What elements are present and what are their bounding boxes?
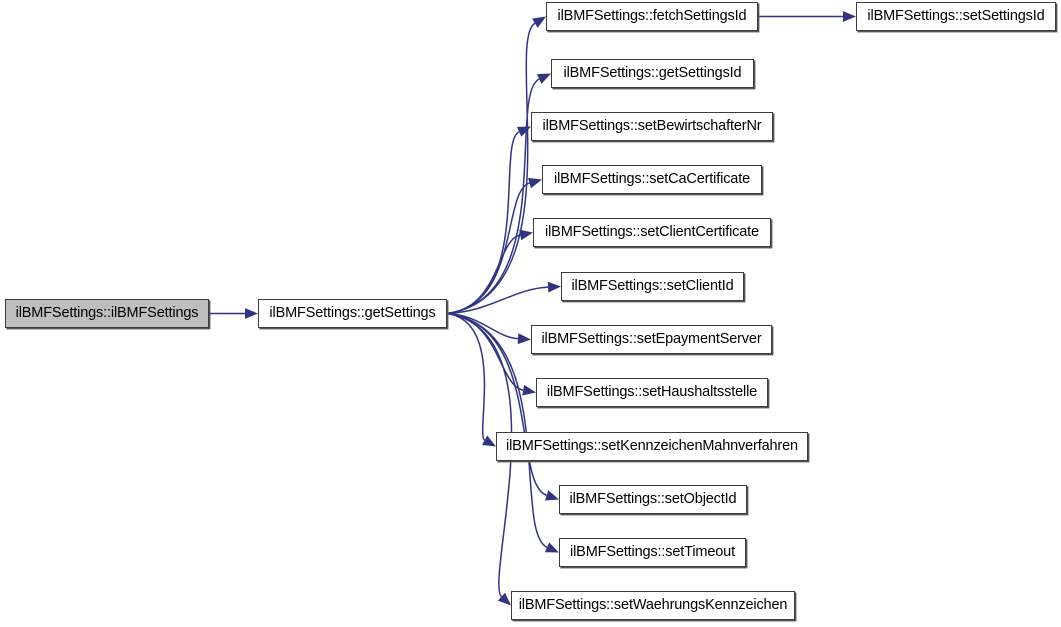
graph-node-label: ilBMFSettings::setWaehrungsKennzeichen [518, 597, 788, 614]
edge-getSettings-to-setEpaymentServer [446, 312, 519, 340]
edge-getSettings-to-setClientCertificate [446, 234, 521, 315]
edge-getSettings-to-setClientId [446, 286, 549, 315]
graph-node-getSettings[interactable]: ilBMFSettings::getSettings [258, 299, 447, 328]
edge-getSettings-to-setWaehrungsKennzeichen-arrowhead [497, 592, 511, 606]
edge-getSettings-to-setEpaymentServer-arrowhead [517, 333, 531, 345]
graph-node-setTimeout[interactable]: ilBMFSettings::setTimeout [559, 538, 746, 567]
graph-node-setCaCertificate[interactable]: ilBMFSettings::setCaCertificate [542, 165, 762, 194]
edge-getSettings-to-setBewirtschafterNr [446, 131, 520, 315]
graph-node-label: ilBMFSettings::setClientCertificate [545, 224, 759, 241]
edge-getSettings-to-setObjectId-arrowhead [544, 490, 559, 501]
graph-node-setClientCertificate[interactable]: ilBMFSettings::setClientCertificate [533, 218, 771, 247]
graph-node-label: ilBMFSettings::setCaCertificate [554, 171, 750, 188]
graph-node-setBewirtschafterNr[interactable]: ilBMFSettings::setBewirtschafterNr [531, 112, 773, 141]
graph-node-label: ilBMFSettings::setSettingsId [867, 8, 1045, 25]
graph-node-label: ilBMFSettings::setBewirtschafterNr [542, 118, 762, 135]
edge-fetchSettingsId-to-setSettingsId-arrowhead [843, 11, 856, 22]
edge-getSettings-to-fetchSettingsId [446, 22, 536, 315]
graph-node-label: ilBMFSettings::getSettings [269, 305, 436, 322]
graph-node-setHaushaltsstelle[interactable]: ilBMFSettings::setHaushaltsstelle [536, 378, 768, 407]
graph-node-setWaehrungsKennzeichen[interactable]: ilBMFSettings::setWaehrungsKennzeichen [511, 591, 795, 620]
edge-getSettings-to-getSettingsId [446, 78, 540, 315]
edge-getSettings-to-setKennzeichenMahnverfahren [446, 312, 486, 441]
graph-node-setClientId[interactable]: ilBMFSettings::setClientId [561, 272, 744, 301]
graph-node-setEpaymentServer[interactable]: ilBMFSettings::setEpaymentServer [531, 325, 772, 354]
graph-node-label: ilBMFSettings::setObjectId [569, 491, 737, 508]
graph-node-setKennzeichenMahnverfahren[interactable]: ilBMFSettings::setKennzeichenMahnverfahr… [496, 432, 808, 461]
edge-getSettings-to-setCaCertificate [446, 182, 530, 315]
edge-getSettings-to-getSettingsId-arrowhead [536, 73, 551, 84]
graph-node-getSettingsId[interactable]: ilBMFSettings::getSettingsId [551, 59, 754, 88]
graph-node-root[interactable]: ilBMFSettings::ilBMFSettings [5, 299, 209, 328]
edge-getSettings-to-setHaushaltsstelle [446, 312, 524, 391]
graph-node-label: ilBMFSettings::setKennzeichenMahnverfahr… [506, 438, 798, 455]
graph-node-label: ilBMFSettings::getSettingsId [563, 65, 742, 82]
graph-node-setSettingsId[interactable]: ilBMFSettings::setSettingsId [856, 2, 1056, 31]
edge-getSettings-to-setTimeout-arrowhead [544, 542, 559, 553]
edge-getSettings-to-setHaushaltsstelle-arrowhead [522, 384, 536, 396]
graph-node-label: ilBMFSettings::ilBMFSettings [15, 305, 199, 322]
graph-node-label: ilBMFSettings::setClientId [571, 278, 734, 295]
edge-getSettings-to-setClientId-arrowhead [547, 281, 561, 293]
edge-getSettings-to-setClientCertificate-arrowhead [519, 229, 533, 241]
graph-node-label: ilBMFSettings::setEpaymentServer [541, 331, 762, 348]
graph-node-label: ilBMFSettings::setHaushaltsstelle [546, 384, 758, 401]
edge-getSettings-to-setBewirtschafterNr-arrowhead [516, 126, 531, 137]
edge-getSettings-to-fetchSettingsId-arrowhead [532, 16, 546, 28]
edge-getSettings-to-setCaCertificate-arrowhead [528, 177, 542, 189]
graph-node-label: ilBMFSettings::setTimeout [570, 544, 735, 561]
graph-node-setObjectId[interactable]: ilBMFSettings::setObjectId [559, 485, 747, 514]
edge-getSettings-to-setKennzeichenMahnverfahren-arrowhead [482, 435, 496, 447]
edge-root-to-getSettings-arrowhead [245, 308, 258, 319]
graph-node-label: ilBMFSettings::fetchSettingsId [557, 8, 747, 25]
graph-node-fetchSettingsId[interactable]: ilBMFSettings::fetchSettingsId [546, 2, 758, 31]
